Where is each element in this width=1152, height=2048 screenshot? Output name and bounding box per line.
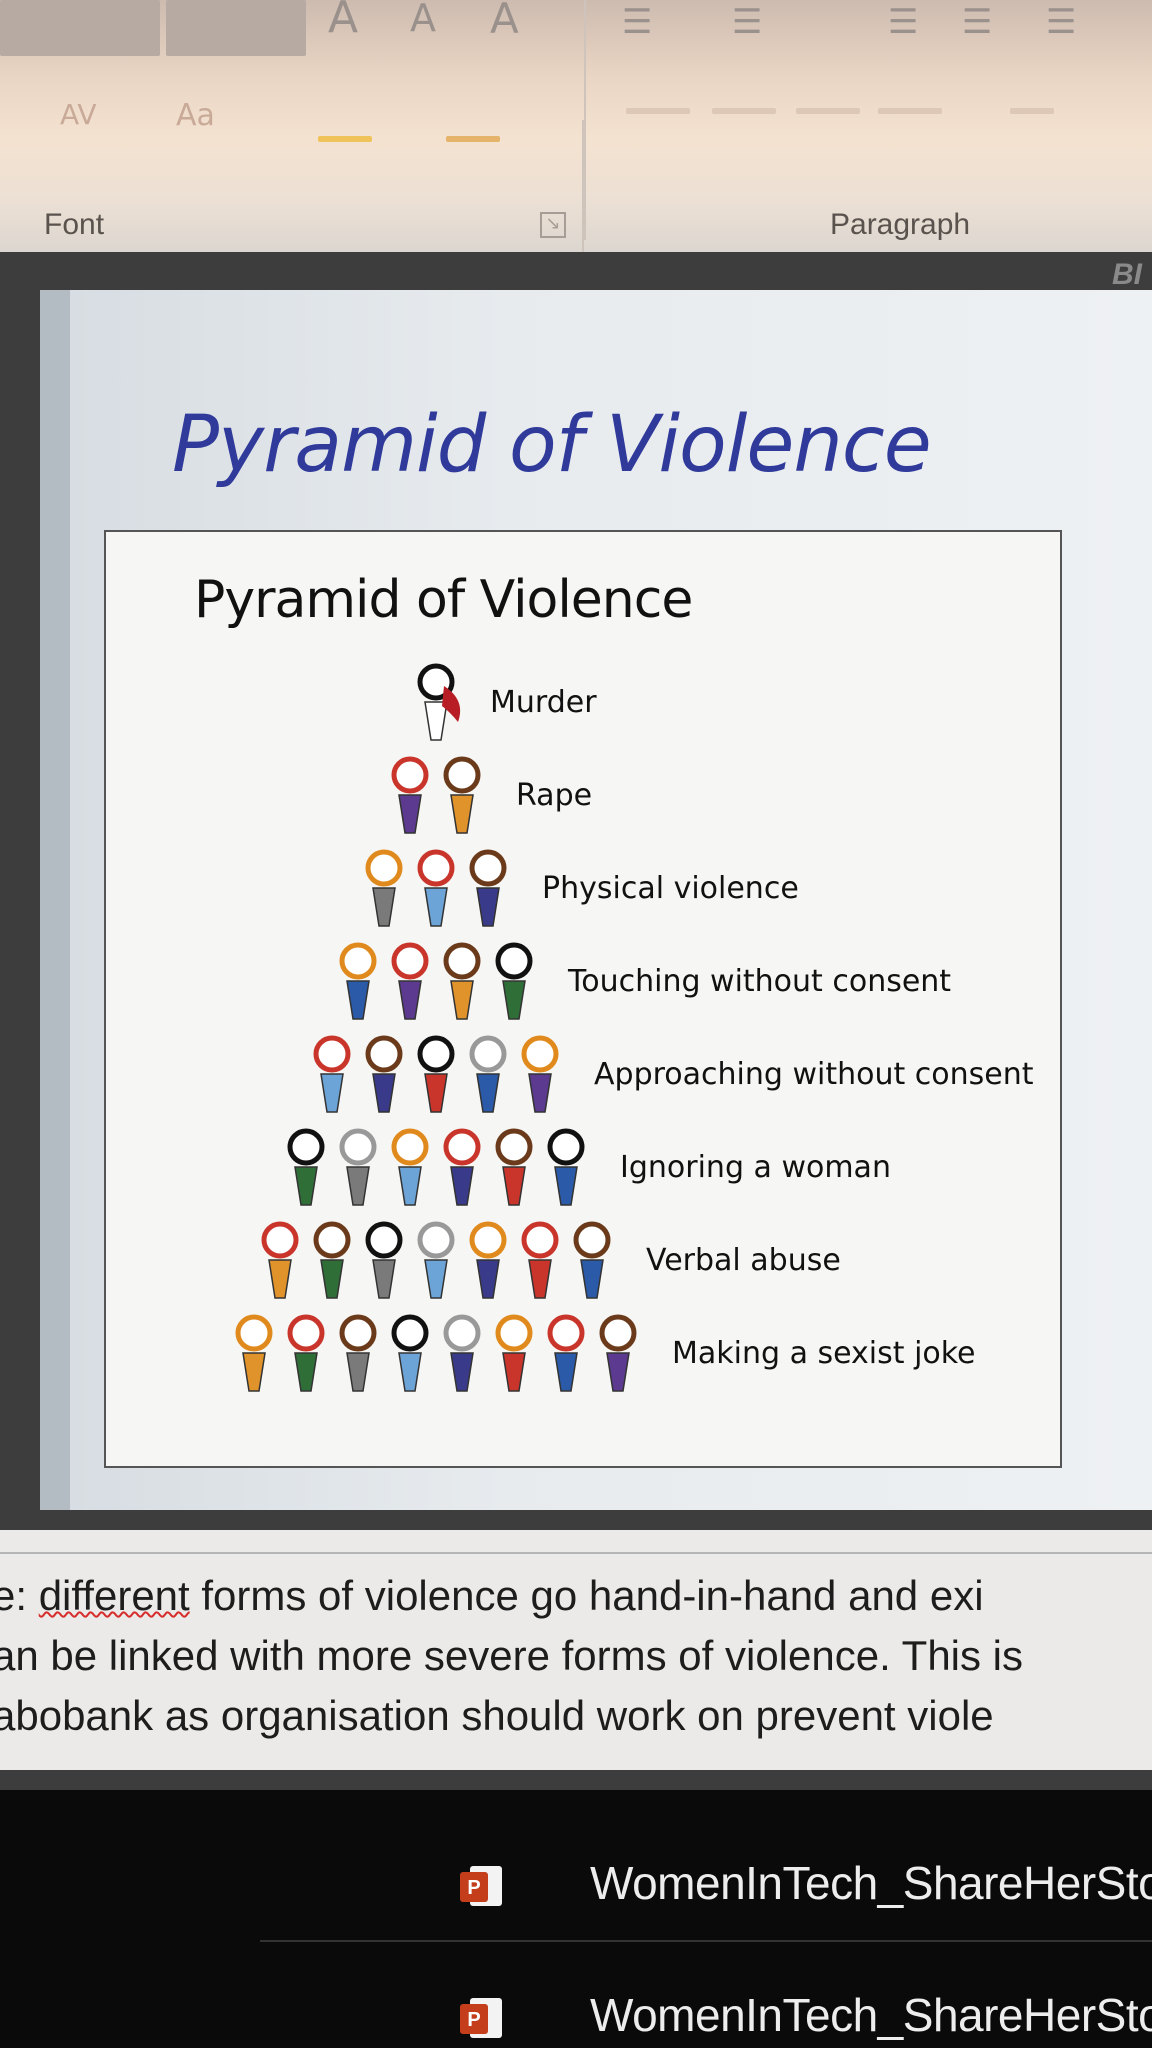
powerpoint-file-icon: P (460, 1866, 502, 1906)
person-figure (235, 1314, 273, 1392)
dialog-launcher-icon[interactable]: ↘ (540, 212, 566, 238)
list-divider (260, 1940, 1152, 1942)
person-figure (443, 1128, 481, 1206)
highlight-color-icon[interactable] (318, 136, 372, 142)
person-figure (495, 942, 533, 1020)
person-figure (391, 1314, 429, 1392)
powerpoint-file-icon: P (460, 1998, 502, 2038)
level-label: Ignoring a woman (620, 1150, 891, 1185)
spelling-flag[interactable]: different (38, 1572, 190, 1619)
font-size-box[interactable] (166, 0, 306, 56)
pyramid-heading: Pyramid of Violence (194, 570, 693, 630)
grow-font-icon[interactable]: A (328, 0, 359, 43)
person-figure (521, 1035, 559, 1113)
align-left-icon[interactable] (626, 108, 690, 114)
person-figure (469, 1035, 507, 1113)
font-color-icon[interactable] (446, 136, 500, 142)
change-case-icon[interactable]: Aa (176, 98, 215, 133)
body-line-1-prefix: e: (0, 1572, 28, 1619)
level-label: Rape (516, 778, 592, 813)
person-figure (547, 1128, 585, 1206)
clear-format-icon[interactable]: A (490, 0, 519, 43)
person-figure (417, 849, 455, 927)
person-figure (417, 1035, 455, 1113)
level-label: Making a sexist joke (672, 1336, 976, 1371)
person-figure (469, 1221, 507, 1299)
person-figure (339, 1314, 377, 1392)
body-text-area[interactable] (0, 1530, 1152, 1770)
file-name: WomenInTech_ShareHerSto (590, 1857, 1152, 1909)
character-spacing-icon[interactable]: AV (60, 98, 97, 131)
person-figure (391, 942, 429, 1020)
person-figure (339, 1128, 377, 1206)
person-figure (573, 1221, 611, 1299)
person-figure (443, 1314, 481, 1392)
level-label: Murder (490, 685, 597, 720)
level-label: Touching without consent (567, 964, 951, 999)
person-figure (313, 1221, 351, 1299)
person-figure (365, 1221, 403, 1299)
multilevel-list-icon[interactable]: ☰ (1046, 2, 1077, 42)
center-icon[interactable] (712, 108, 776, 114)
justify-icon[interactable] (878, 108, 942, 114)
body-line-2: an be linked with more severe forms of v… (0, 1632, 1024, 1679)
person-figure (521, 1221, 559, 1299)
bullets-icon[interactable]: ☰ (622, 2, 653, 42)
body-line-3: abobank as organisation should work on p… (0, 1692, 994, 1739)
ribbon: A A A ☰ ☰ ☰ ☰ ☰ AV Aa Font ↘ Paragraph (0, 0, 1152, 252)
person-figure (443, 942, 481, 1020)
person-figure (365, 1035, 403, 1113)
level-label: Physical violence (542, 871, 799, 906)
slide-title: Pyramid of Violence (172, 400, 932, 490)
decrease-indent-icon[interactable]: ☰ (888, 2, 919, 42)
svg-text:P: P (467, 2009, 480, 2031)
person-figure (443, 756, 481, 834)
corner-text: BI (1112, 258, 1142, 291)
level-label: Approaching without consent (594, 1057, 1034, 1092)
body-line-1-rest: forms of violence go hand-in-hand and ex… (189, 1572, 984, 1619)
person-figure (599, 1314, 637, 1392)
person-figure (287, 1314, 325, 1392)
ribbon-separator (584, 0, 586, 240)
paragraph-group-label: Paragraph (830, 208, 971, 241)
person-figure (365, 849, 403, 927)
increase-indent-icon[interactable]: ☰ (962, 2, 993, 42)
person-figure (261, 1221, 299, 1299)
person-figure (469, 849, 507, 927)
font-group-label: Font (44, 208, 105, 241)
ribbon-separator (582, 120, 584, 252)
person-figure (417, 663, 461, 741)
font-name-box[interactable] (0, 0, 160, 56)
body-line-1: e: different forms of violence go hand-i… (0, 1572, 984, 1620)
person-figure (313, 1035, 351, 1113)
file-name: WomenInTech_ShareHerSto (590, 1989, 1152, 2041)
level-label: Verbal abuse (646, 1243, 841, 1278)
align-right-icon[interactable] (796, 108, 860, 114)
person-figure (287, 1128, 325, 1206)
numbering-icon[interactable]: ☰ (732, 2, 763, 42)
recent-files-list (0, 1790, 1152, 2048)
person-figure (391, 1128, 429, 1206)
person-figure (391, 756, 429, 834)
line-spacing-icon[interactable] (1010, 108, 1054, 114)
shrink-font-icon[interactable]: A (410, 0, 436, 40)
person-figure (495, 1314, 533, 1392)
person-figure (417, 1221, 455, 1299)
svg-text:P: P (467, 1877, 480, 1899)
page-edge (0, 1552, 1152, 1554)
person-figure (339, 942, 377, 1020)
person-figure (495, 1128, 533, 1206)
person-figure (547, 1314, 585, 1392)
